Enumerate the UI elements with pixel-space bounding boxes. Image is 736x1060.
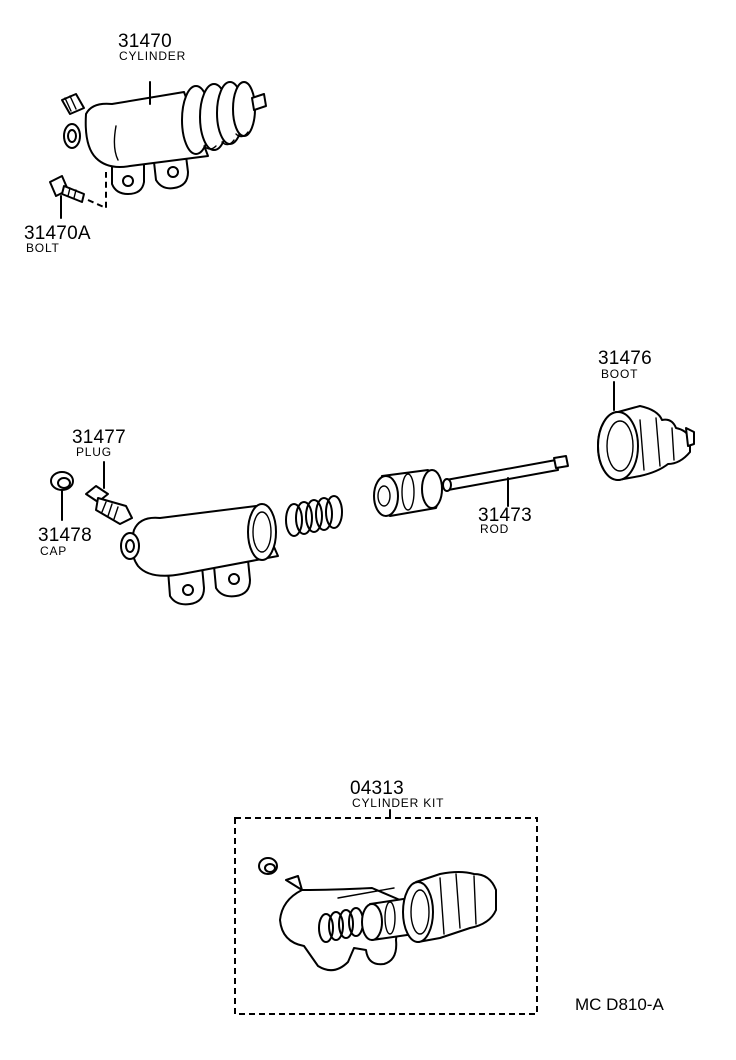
part-number-31476: 31476 [598,348,652,369]
part-number-31478: 31478 [38,525,92,546]
part-number-31477: 31477 [72,427,126,448]
part-number-04313: 04313 [350,778,404,799]
cylinder-kit-drawing [234,809,538,1015]
part-name-cylinder-kit: CYLINDER KIT [352,796,445,810]
cylinder-assembly-drawing [49,81,267,219]
diagram-reference-code: MC D810-A [575,995,664,1014]
part-number-31470a: 31470A [24,223,91,244]
part-name-bolt: BOLT [26,241,60,255]
part-name-cylinder: CYLINDER [119,49,187,63]
exploded-view-drawing [50,381,695,606]
part-number-31470: 31470 [118,31,172,52]
part-name-plug: PLUG [76,445,112,459]
part-number-31473: 31473 [478,505,532,526]
part-name-cap: CAP [40,544,68,558]
part-name-boot: BOOT [601,367,639,381]
part-name-rod: ROD [480,522,510,536]
